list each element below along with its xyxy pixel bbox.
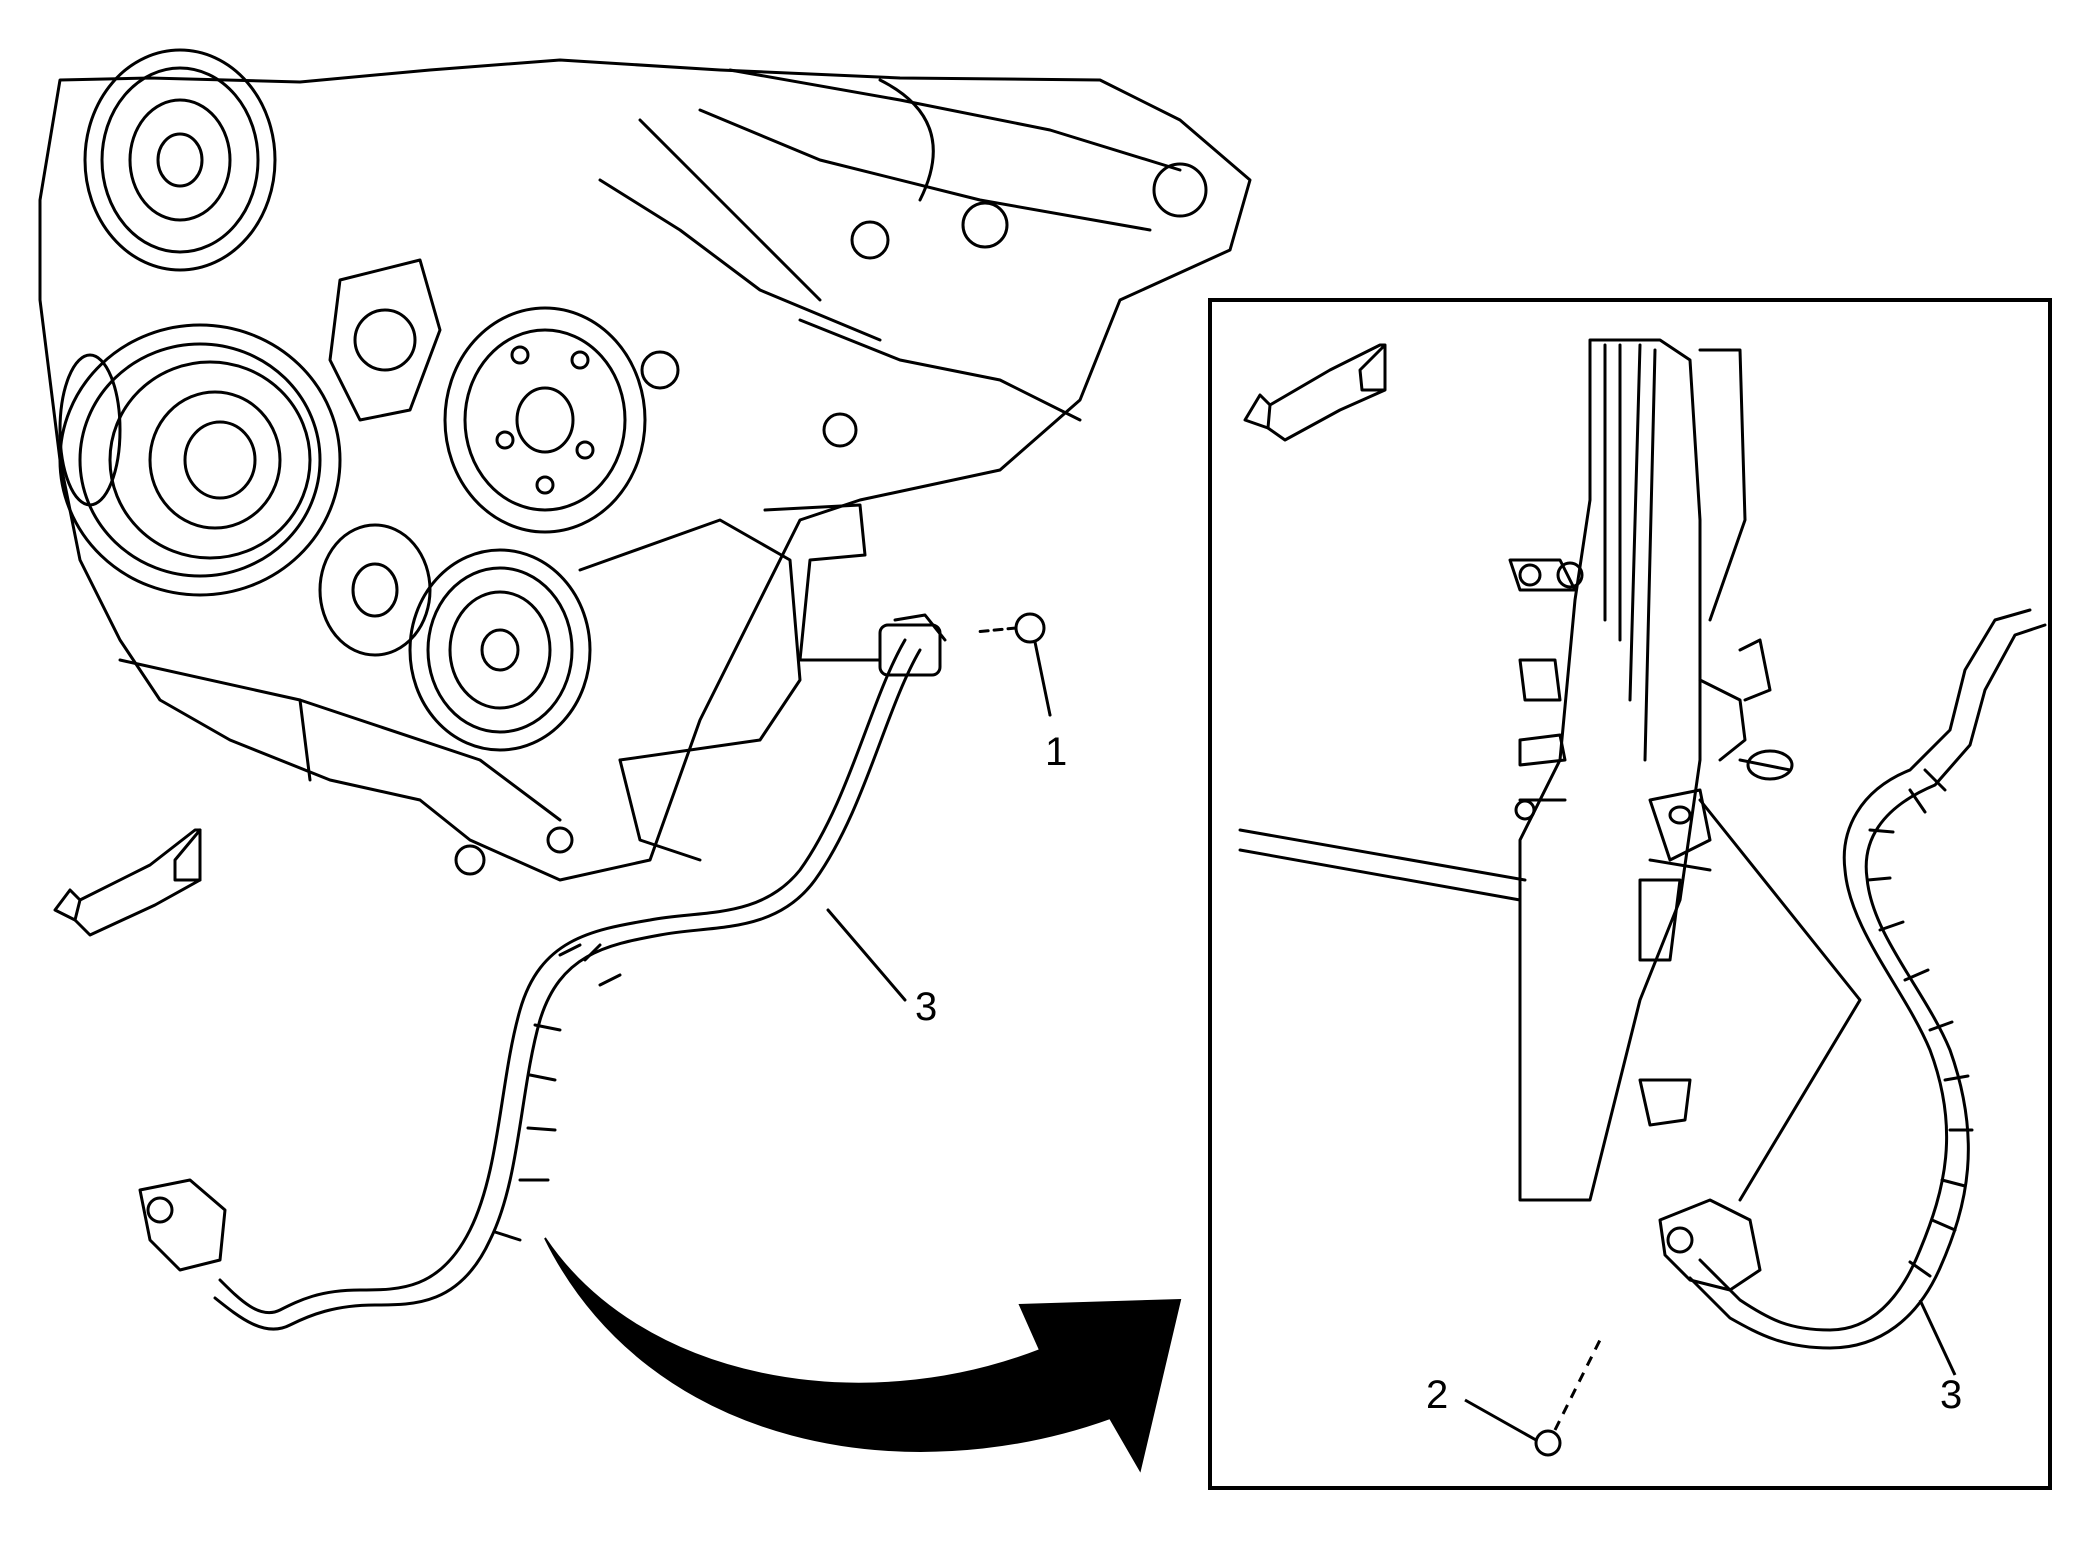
bolt-2 (1464, 1339, 1602, 1457)
leader-hose-main (826, 908, 907, 1002)
leader-hose-inset (1918, 1299, 1957, 1376)
callout-3-inset: 3 (1940, 1373, 1962, 1417)
callout-1: 1 (1045, 730, 1067, 774)
callout-3-main: 3 (915, 985, 937, 1029)
bolt-1 (973, 612, 1052, 717)
crankshaft-pulley (58, 323, 342, 597)
ac-hose-main (138, 613, 947, 1331)
upper-pulley (83, 48, 277, 272)
idler-pulley (318, 523, 432, 657)
radiator-support (1518, 338, 1702, 1202)
curved-transition-arrow-icon (544, 1237, 1182, 1473)
power-steering-pulley (443, 306, 647, 534)
inset-detail-panel (1208, 298, 2052, 1490)
forward-direction-arrow-icon (53, 828, 202, 937)
forward-direction-arrow-icon-inset (1243, 343, 1387, 442)
ac-compressor (408, 518, 802, 862)
ac-hose-inset (1658, 608, 2047, 1350)
engine-assembly (38, 48, 1252, 882)
callout-2: 2 (1426, 1373, 1448, 1417)
